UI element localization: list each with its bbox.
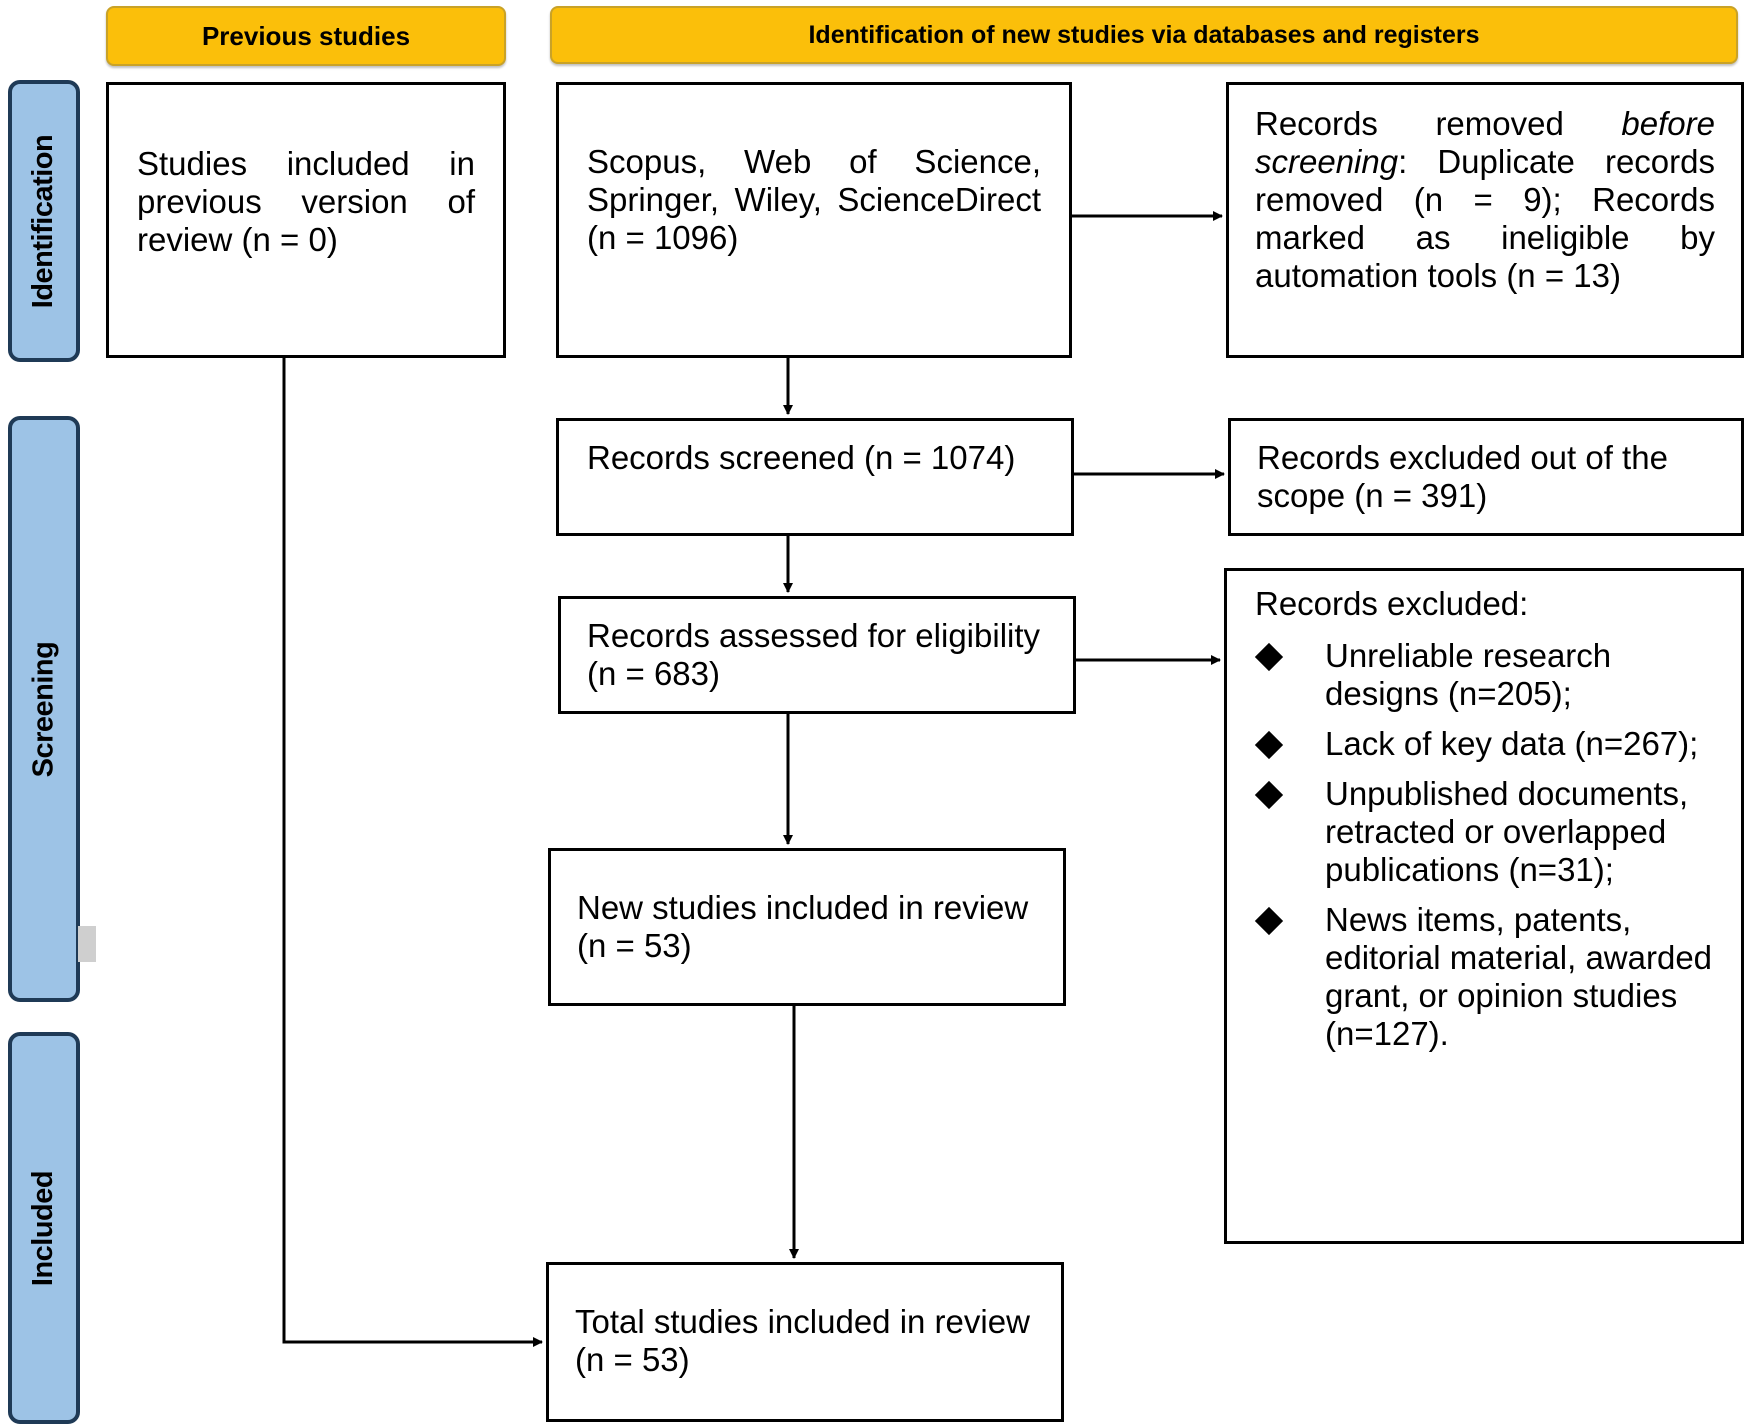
- box-removed-before-screening: Records removed before screening: Duplic…: [1226, 82, 1744, 358]
- removed-before-text: Records removed before screening: Duplic…: [1255, 105, 1715, 295]
- header-previous-studies: Previous studies: [106, 6, 506, 66]
- header-identification-label: Identification of new studies via databa…: [808, 20, 1480, 49]
- new-included-text: New studies included in review (n = 53): [577, 889, 1029, 964]
- records-excluded-title: Records excluded:: [1255, 585, 1529, 622]
- excluded-item-text: Unreliable research designs (n=205);: [1325, 637, 1612, 712]
- assessed-text: Records assessed for eligibility (n = 68…: [587, 617, 1041, 692]
- box-records-screened: Records screened (n = 1074): [556, 418, 1074, 536]
- databases-text: Scopus, Web of Science, Springer, Wiley,…: [587, 143, 1041, 256]
- excluded-item: Unpublished documents, retracted or over…: [1227, 775, 1719, 889]
- box-previous-studies: Studies included in previous version of …: [106, 82, 506, 358]
- removed-lead: Records removed: [1255, 105, 1564, 142]
- box-databases: Scopus, Web of Science, Springer, Wiley,…: [556, 82, 1072, 358]
- excluded-item: News items, patents, editorial material,…: [1227, 901, 1719, 1053]
- box-assessed-eligibility: Records assessed for eligibility (n = 68…: [558, 596, 1076, 714]
- excluded-scope-text: Records excluded out of the scope (n = 3…: [1257, 439, 1668, 514]
- stage-screening: Screening: [8, 416, 80, 1002]
- excluded-item-text: Lack of key data (n=267);: [1325, 725, 1699, 762]
- grey-mark: [78, 926, 96, 962]
- previous-studies-text: Studies included in previous version of …: [137, 145, 475, 258]
- header-identification: Identification of new studies via databa…: [550, 6, 1738, 64]
- records-screened-text: Records screened (n = 1074): [587, 439, 1016, 476]
- box-total-studies-included: Total studies included in review (n = 53…: [546, 1262, 1064, 1422]
- header-previous-studies-label: Previous studies: [201, 20, 411, 51]
- total-included-text: Total studies included in review (n = 53…: [575, 1303, 1030, 1378]
- removed-rest: : Duplicate records removed (n = 9); Rec…: [1255, 143, 1715, 294]
- box-records-excluded: Records excluded: Unreliable research de…: [1224, 568, 1744, 1244]
- removed-italic: before screening: [1255, 105, 1715, 180]
- excluded-item-text: Unpublished documents, retracted or over…: [1325, 775, 1689, 888]
- excluded-item: Lack of key data (n=267);: [1227, 725, 1719, 763]
- box-new-studies-included: New studies included in review (n = 53): [548, 848, 1066, 1006]
- arrow-previous-to-total: [282, 356, 526, 1344]
- box-excluded-scope: Records excluded out of the scope (n = 3…: [1228, 418, 1744, 536]
- stage-identification: Identification: [8, 80, 80, 362]
- excluded-item-text: News items, patents, editorial material,…: [1325, 901, 1713, 1052]
- excluded-item: Unreliable research designs (n=205);: [1227, 637, 1719, 713]
- stage-included: Included: [8, 1032, 80, 1424]
